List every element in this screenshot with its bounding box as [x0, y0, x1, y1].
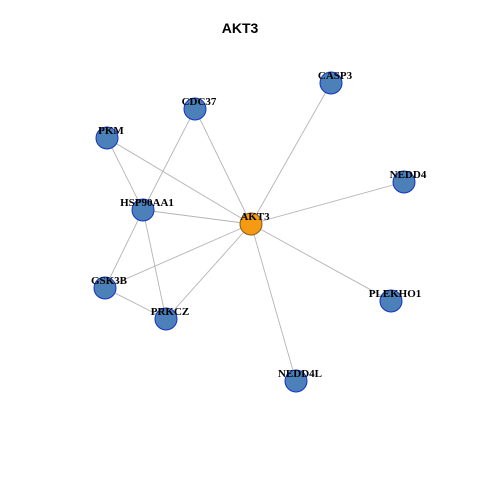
node-cdc37: CDC37 [182, 96, 217, 121]
node-circle-nedd4 [392, 170, 416, 194]
edge-akt3-plekho1 [250, 223, 392, 302]
node-label-gsk3b: GSK3B [91, 275, 128, 287]
node-label-pkm: PKM [98, 125, 124, 137]
node-circle-hsp90aa1 [131, 198, 155, 222]
edge-cdc37-hsp90aa1 [142, 108, 196, 211]
node-gsk3b: GSK3B [91, 275, 128, 300]
node-prkcz: PRKCZ [151, 306, 190, 331]
edge-akt3-hsp90aa1 [142, 209, 252, 225]
node-label-akt3: AKT3 [240, 211, 270, 223]
node-plekho1: PLEKHO1 [369, 288, 422, 313]
node-circle-pkm [95, 126, 119, 150]
edge-akt3-prkcz [165, 223, 252, 320]
node-hsp90aa1: HSP90AA1 [120, 197, 174, 222]
node-circle-akt3 [239, 212, 263, 236]
node-label-hsp90aa1: HSP90AA1 [120, 197, 174, 209]
node-nedd4l: NEDD4L [278, 368, 322, 393]
edge-pkm-hsp90aa1 [106, 137, 144, 211]
node-circle-nedd4l [284, 369, 308, 393]
node-label-nedd4l: NEDD4L [278, 368, 322, 380]
edge-akt3-gsk3b [104, 223, 252, 289]
edge-hsp90aa1-gsk3b [104, 209, 144, 289]
node-label-casp3: CASP3 [318, 70, 353, 82]
edge-akt3-cdc37 [194, 108, 252, 225]
edge-akt3-nedd4 [250, 181, 405, 225]
node-circle-gsk3b [93, 276, 117, 300]
node-label-prkcz: PRKCZ [151, 306, 190, 318]
node-circle-prkcz [154, 307, 178, 331]
node-label-nedd4: NEDD4 [390, 169, 427, 181]
node-casp3: CASP3 [318, 70, 353, 95]
node-label-cdc37: CDC37 [182, 96, 217, 108]
node-label-plekho1: PLEKHO1 [369, 288, 422, 300]
edge-hsp90aa1-prkcz [142, 209, 167, 320]
node-akt3: AKT3 [239, 211, 270, 236]
edge-akt3-pkm [106, 137, 252, 225]
graph-title: AKT3 [221, 20, 259, 36]
node-nedd4: NEDD4 [390, 169, 427, 194]
node-circle-cdc37 [183, 97, 207, 121]
node-circle-plekho1 [379, 289, 403, 313]
node-circle-casp3 [319, 71, 343, 95]
node-pkm: PKM [95, 125, 124, 150]
edge-akt3-casp3 [250, 82, 332, 225]
edge-layer [104, 82, 405, 382]
edge-akt3-nedd4l [250, 223, 297, 382]
